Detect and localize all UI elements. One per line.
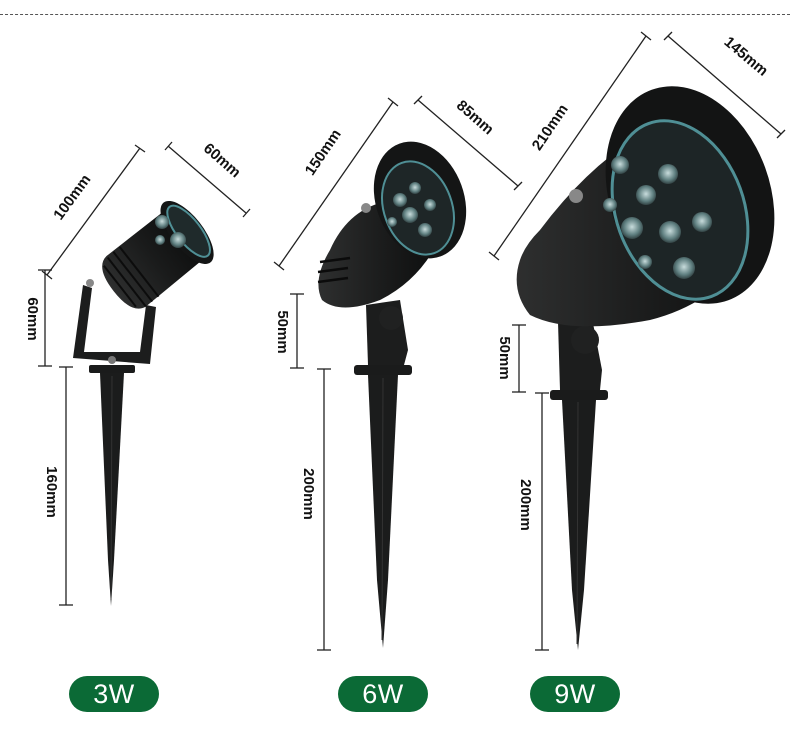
label-3w-bracket-height: 60mm [24, 297, 41, 340]
pivot-screw-3w [86, 279, 94, 287]
label-3w-spike-length: 160mm [43, 466, 60, 518]
lamp-9w [516, 86, 775, 650]
top-dashed-divider [0, 14, 790, 15]
housing-3w [102, 200, 214, 309]
housing-9w [516, 86, 775, 327]
spike-6w [354, 365, 412, 648]
housing-6w [317, 141, 467, 308]
badge-9w: 9W [530, 676, 620, 712]
dimension-lines [38, 31, 786, 651]
label-6w-spike-length: 200mm [300, 468, 317, 520]
badge-3w-label: 3W [93, 678, 135, 709]
pivot-screw-9w [569, 189, 583, 203]
label-3w-lamp-diameter: 60mm [200, 140, 244, 181]
label-6w-bracket-height: 50mm [274, 310, 291, 353]
badge-9w-label: 9W [554, 678, 596, 709]
label-9w-lamp-length: 210mm [529, 101, 572, 153]
label-9w-bracket-height: 50mm [496, 336, 513, 379]
led-array-3w [155, 215, 186, 248]
stem-9w [558, 318, 602, 390]
stem-6w [366, 300, 408, 365]
badge-3w: 3W [69, 676, 159, 712]
label-9w-lamp-diameter: 145mm [721, 33, 772, 79]
label-6w-lamp-length: 150mm [302, 126, 345, 178]
label-6w-lamp-diameter: 85mm [453, 97, 497, 138]
pivot-screw-6w [361, 203, 371, 213]
lamp-3w [73, 200, 214, 606]
label-3w-lamp-length: 100mm [50, 171, 94, 223]
bracket-3w [73, 285, 156, 364]
badge-6w: 6W [338, 676, 428, 712]
lamp-6w [317, 141, 467, 648]
spike-9w [550, 390, 608, 650]
spike-3w [89, 365, 135, 606]
badge-6w-label: 6W [362, 678, 404, 709]
led-array-9w [603, 156, 712, 279]
led-array-6w [387, 182, 436, 237]
label-9w-spike-length: 200mm [517, 479, 534, 531]
